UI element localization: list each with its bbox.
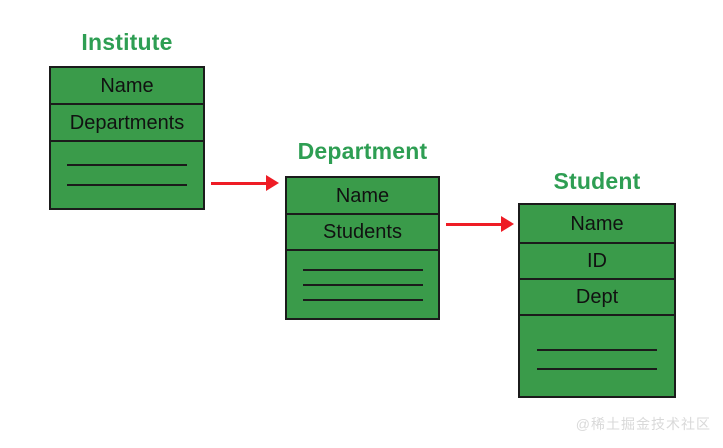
blank-line bbox=[302, 269, 423, 271]
arrow-head-icon bbox=[501, 216, 514, 232]
entity-field-dept: Dept bbox=[520, 280, 674, 316]
entity-field-id: ID bbox=[520, 244, 674, 280]
arrow-department-to-student-icon bbox=[446, 216, 514, 232]
entity-box-institute: Name Departments bbox=[49, 66, 205, 210]
entity-blank-area bbox=[287, 251, 438, 318]
entity-box-student: Name ID Dept bbox=[518, 203, 676, 398]
watermark-text: @稀土掘金技术社区 bbox=[575, 416, 711, 432]
arrow-head-icon bbox=[266, 175, 279, 191]
entity-field-name: Name bbox=[51, 68, 203, 105]
entity-blank-area bbox=[520, 316, 674, 396]
blank-line bbox=[67, 184, 187, 186]
arrow-institute-to-department-icon bbox=[211, 175, 279, 191]
entity-title-student: Student bbox=[553, 168, 641, 194]
entity-title-institute: Institute bbox=[81, 29, 173, 55]
entity-title-department: Department bbox=[297, 138, 428, 164]
blank-line bbox=[302, 284, 423, 286]
entity-field-students: Students bbox=[287, 215, 438, 251]
entity-box-department: Name Students bbox=[285, 176, 440, 320]
entity-field-departments: Departments bbox=[51, 105, 203, 142]
blank-line bbox=[67, 164, 187, 166]
blank-line bbox=[302, 299, 423, 301]
arrow-shaft bbox=[446, 222, 503, 226]
entity-field-name: Name bbox=[287, 178, 438, 215]
arrow-shaft bbox=[211, 181, 268, 185]
blank-line bbox=[537, 349, 657, 351]
entity-field-name: Name bbox=[520, 205, 674, 244]
entity-blank-area bbox=[51, 142, 203, 208]
blank-line bbox=[537, 368, 657, 370]
